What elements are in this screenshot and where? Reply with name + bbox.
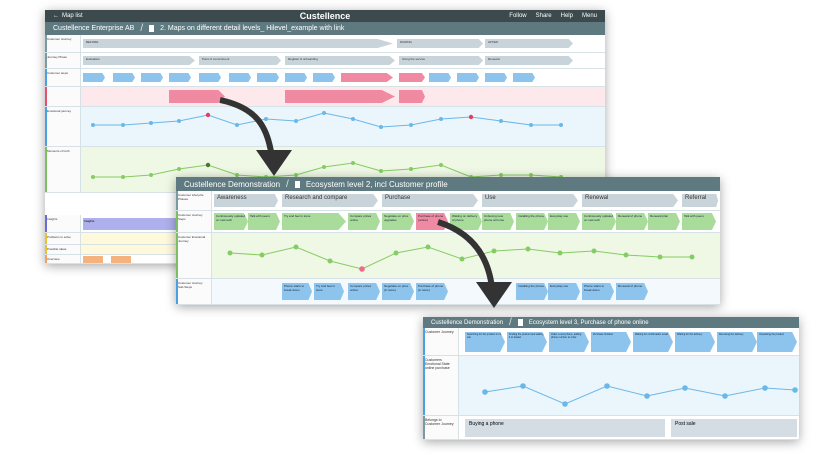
emotion-curve-4 [482,383,798,407]
breadcrumb-3: Custellence Demonstration / Ecosystem le… [423,317,799,328]
document-icon [294,180,300,188]
window-ecosystem-level-2: Custellence Demonstration / Ecosystem le… [176,177,720,305]
journey-link-post-sale[interactable]: Post sale [671,419,797,437]
lane-area-3: Customer Journey Searching for the produ… [423,328,799,440]
lane-customer-journey-3: Customer Journey Searching for the produ… [423,328,799,356]
lane-customer-journey: Customer Journey BEFORE DURING AFTER [45,35,605,53]
journey-link-buying[interactable]: Buying a phone [465,419,665,437]
lane-emotional-state: Customers Emotional State online purchas… [423,356,799,416]
document-icon [517,319,523,326]
app-topbar: ←Map list Custellence Follow Share Help … [45,10,605,22]
lane-journey-steps: Customer Journey Steps Continuously upda… [176,211,720,233]
phase-during[interactable]: DURING [397,39,483,48]
phase-after[interactable]: AFTER [485,39,573,48]
share-button[interactable]: Share [535,13,552,19]
arrow-left-icon: ← [53,13,59,19]
lane-frustrations [45,87,605,107]
lane-journey-phase: Journey Phase Evaluation Point of commit… [45,53,605,69]
emotion-curve-1 [91,111,563,129]
brand-logo: Custellence [299,11,351,21]
help-button[interactable]: Help [560,13,573,19]
map-title-3: Ecosystem level 3, Purchase of phone onl… [528,319,649,326]
breadcrumb: Custellence Enterprise AB / 2. Maps on d… [45,22,605,35]
menu-button[interactable]: Menu [581,13,597,19]
map-title: 2. Maps on different detail levels_ Hile… [160,25,345,32]
lane-customer-steps: Customer steps [45,69,605,87]
lane-emotional-journey: Emotional journey [45,107,605,147]
insight-box[interactable]: Insights [83,218,183,230]
org-name[interactable]: Custellence Enterprise AB [53,25,135,32]
phase-before[interactable]: BEFORE [83,39,393,48]
org-name-2[interactable]: Custellence Demonstration [184,179,281,189]
document-icon [149,25,155,32]
emotion-curve-3 [227,244,695,272]
lane-lifecycle-phases: Customer Lifecycle Phases Awareness Rese… [176,191,720,211]
window-ecosystem-level-3: Custellence Demonstration / Ecosystem le… [423,317,799,440]
breadcrumb-2: Custellence Demonstration / Ecosystem le… [176,177,720,191]
lane-belongs-to: Belongs to Customer Journey Buying a pho… [423,416,799,440]
lane-sub-steps: Customer Journey Sub-Steps Phone starts … [176,279,720,305]
map-title-2: Ecosystem level 2, incl Customer profile [305,179,448,189]
lane-area-2: Customer Lifecycle Phases Awareness Rese… [176,191,720,305]
follow-button[interactable]: Follow [509,13,527,19]
org-name-3[interactable]: Custellence Demonstration [431,319,504,326]
lane-emotional-journey-2: Customer Emotional Journey [176,233,720,279]
back-to-map-list[interactable]: ←Map list [53,13,83,19]
